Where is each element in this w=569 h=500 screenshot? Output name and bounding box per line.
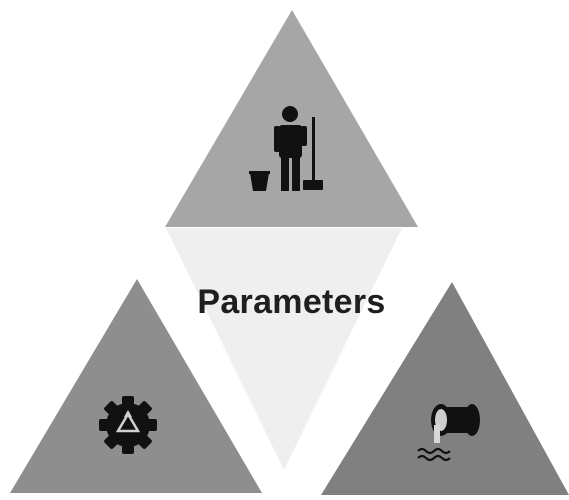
- center-label: Parameters: [197, 283, 386, 321]
- bottom-left-triangle: [10, 279, 262, 493]
- bottom-right-triangle: [321, 282, 569, 495]
- pipe-wastewater-icon: [417, 404, 480, 462]
- janitor-mop-bucket-icon: [249, 106, 323, 191]
- gear-recycle-icon: [99, 396, 157, 454]
- center-triangle: [166, 228, 402, 470]
